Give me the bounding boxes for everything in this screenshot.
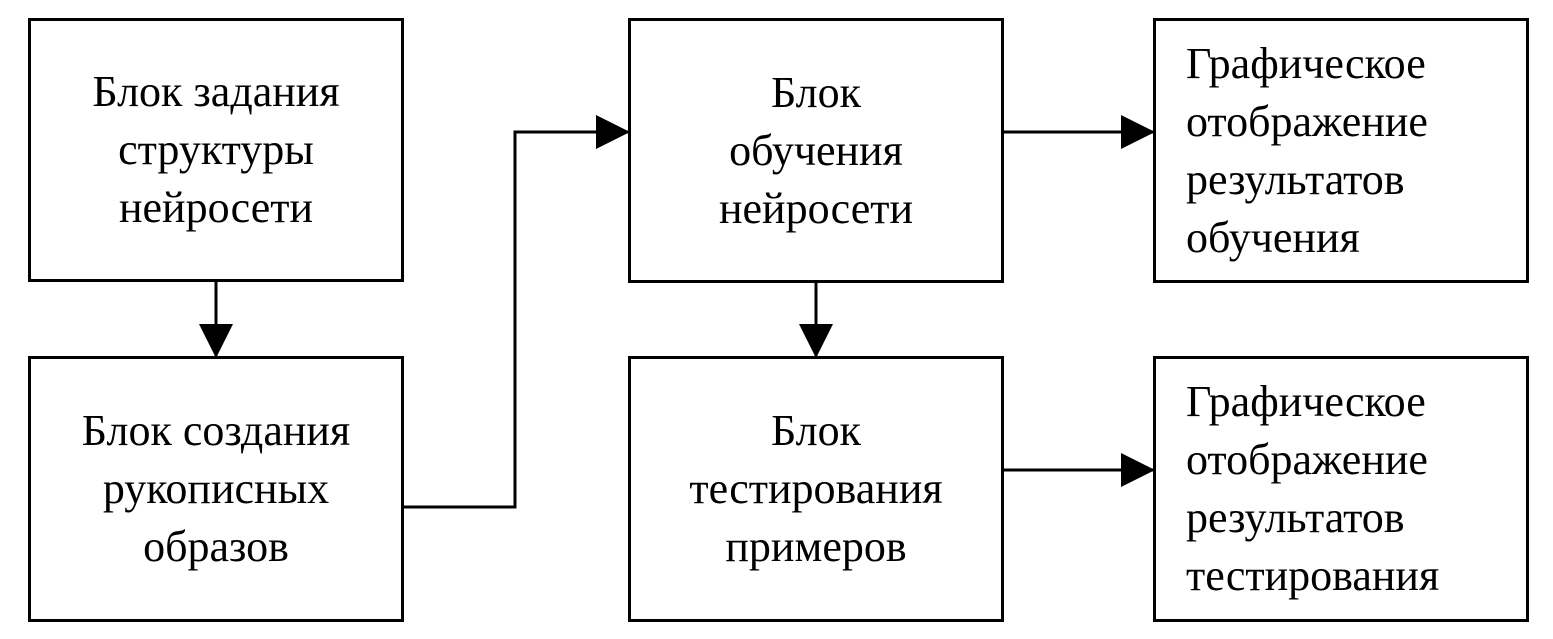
node-line: отображение	[1186, 435, 1428, 484]
node-line: нейросети	[118, 183, 314, 232]
node-samples-label: Блок создания рукописных образов	[82, 402, 350, 576]
node-testing-results-label: Графическое отображение результатов тест…	[1156, 373, 1439, 605]
node-line: отображение	[1186, 96, 1428, 146]
node-testing-label: Блок тестирования примеров	[689, 402, 942, 576]
node-training-results-label: Графическое отображение результатов обуч…	[1156, 35, 1428, 267]
node-line: Графическое	[1186, 38, 1426, 88]
node-training: Блок обучения нейросети	[628, 18, 1004, 283]
node-line: Блок	[770, 406, 862, 455]
node-line: результатов	[1186, 154, 1405, 204]
node-line: Графическое	[1186, 377, 1426, 426]
node-structure: Блок задания структуры нейросети	[28, 18, 404, 282]
node-line: обучения	[729, 125, 903, 175]
node-testing: Блок тестирования примеров	[628, 356, 1004, 622]
node-training-results: Графическое отображение результатов обуч…	[1153, 18, 1529, 283]
node-samples: Блок создания рукописных образов	[28, 356, 404, 622]
node-structure-label: Блок задания структуры нейросети	[92, 63, 339, 237]
node-line: примеров	[725, 522, 907, 571]
node-testing-results: Графическое отображение результатов тест…	[1153, 356, 1529, 622]
node-line: Блок создания	[81, 406, 351, 455]
node-line: Блок	[770, 67, 862, 117]
node-line: рукописных	[102, 464, 330, 513]
node-line: Блок задания	[92, 67, 340, 116]
node-line: результатов	[1186, 493, 1405, 542]
node-line: обучения	[1186, 212, 1360, 262]
node-line: нейросети	[718, 183, 914, 233]
node-line: образов	[143, 522, 289, 571]
node-line: тестирования	[689, 464, 943, 513]
node-line: структуры	[118, 125, 314, 174]
node-line: тестирования	[1186, 551, 1440, 600]
node-training-label: Блок обучения нейросети	[719, 64, 913, 238]
arrow-samples-to-training	[404, 115, 630, 509]
